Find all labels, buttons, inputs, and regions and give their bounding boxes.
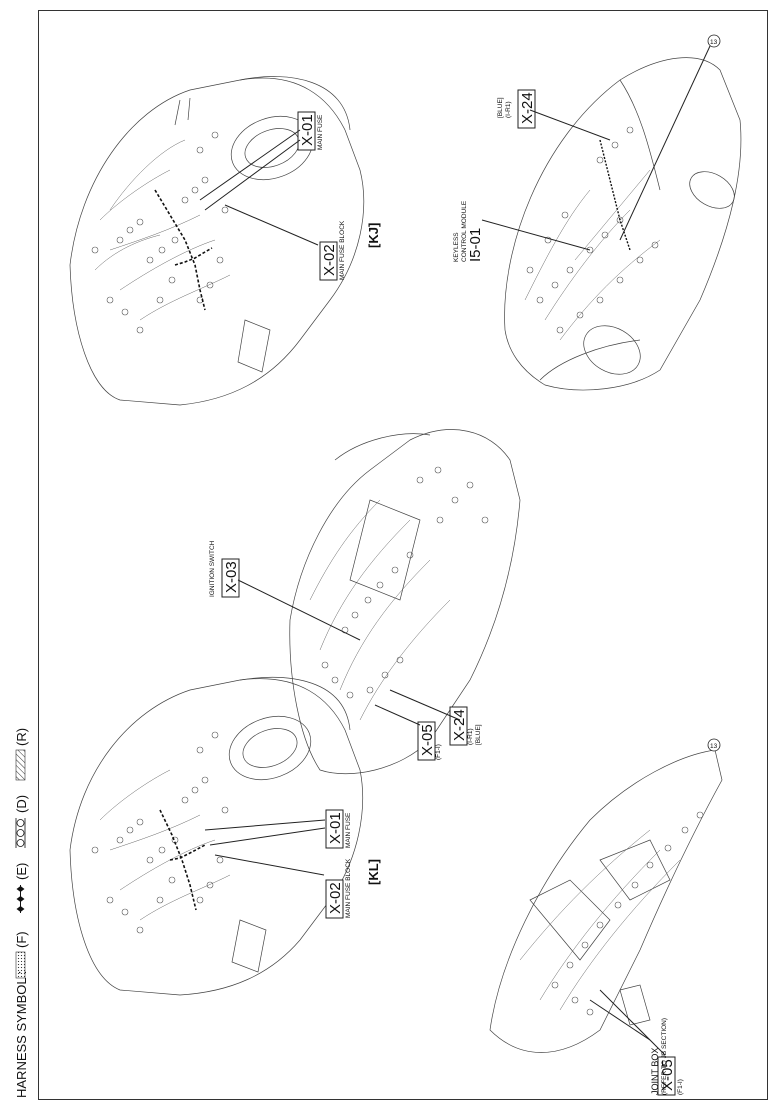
diagram-frame: [38, 10, 768, 1100]
dash-x03-box: [221, 558, 240, 598]
legend-code-e: (E): [14, 863, 29, 880]
dash-x24-sub1: (I-R1): [467, 728, 474, 745]
body-x24-code: X-24: [519, 92, 536, 124]
interior-ref-circle: [707, 738, 721, 752]
dash-x03-desc: IGNITION SWITCH: [209, 540, 216, 597]
kj-engine-bay-view: X-01 MAIN FUSE X-02 MAIN FUSE BLOCK [KJ]: [69, 76, 381, 406]
body-x24-box: [517, 89, 536, 129]
dash-x24-sub2: [BLUE]: [475, 724, 482, 745]
dash-x05-box: [417, 721, 436, 761]
kl-x02-box: [325, 879, 344, 919]
dash-x24-code: X-24: [451, 709, 468, 741]
kl-x01-desc: MAIN FUSE: [345, 812, 352, 848]
dash-x05-code: X-05: [419, 724, 436, 756]
kl-x02-code: X-02: [327, 882, 344, 914]
kl-x01-box: [325, 809, 344, 849]
interior-joint-desc: (REFER TO JB SECTION): [661, 1018, 668, 1095]
kj-x01-code: X-01: [299, 114, 316, 146]
legend-circle-swatch: [15, 818, 26, 848]
kl-engine-bay-view: X-01 MAIN FUSE X-02 MAIN FUSE BLOCK [KL]: [69, 676, 381, 996]
kl-interior-view: 13 X-05 (F1-I) JOINT BOX (REFER TO JB SE…: [489, 738, 723, 1096]
interior-x05-code: X-05: [659, 1059, 676, 1091]
body-i501-code: I5-01: [467, 228, 484, 262]
legend-hatch-swatch: [15, 749, 26, 781]
interior-x05-sub: (F1-I): [677, 1079, 684, 1095]
kj-x01-desc: MAIN FUSE: [317, 114, 324, 150]
interior-x05-box: [657, 1056, 676, 1096]
dash-x24-box: [449, 706, 468, 746]
interior-ref-13: 13: [710, 743, 718, 750]
body-x24-sub1: [BLUE]: [497, 97, 504, 118]
legend-diamond-swatch: [16, 885, 25, 913]
dashboard-view: IGNITION SWITCH X-03 X-24 (I-R1) [BLUE] …: [209, 429, 521, 775]
dash-x03-code: X-03: [223, 561, 240, 593]
body-i501-desc2: CONTROL MODULE: [461, 200, 468, 262]
harness-symbol-legend: HARNESS SYMBOL : (F) (E) (D) (R): [14, 728, 29, 1098]
kl-caption: [KL]: [366, 859, 381, 885]
legend-code-f: (F): [14, 931, 29, 948]
legend-title: HARNESS SYMBOL :: [14, 971, 29, 1098]
dash-x05-sub: (F1-I): [435, 744, 442, 760]
kj-x02-box: [319, 241, 338, 281]
interior-joint-title: JOINT BOX: [650, 1048, 660, 1095]
kl-x02-desc: MAIN FUSE BLOCK: [345, 858, 352, 918]
kj-body-view: X-24 [BLUE] (I-R1) KEYLESS CONTROL MODUL…: [453, 34, 742, 391]
kj-x02-desc: MAIN FUSE BLOCK: [339, 220, 346, 280]
kl-x01-code: X-01: [327, 812, 344, 844]
legend-dotted-swatch: [15, 951, 26, 979]
kj-caption: [KJ]: [366, 223, 381, 248]
legend-code-r: (R): [14, 728, 29, 746]
legend-code-d: (D): [14, 795, 29, 813]
kj-x02-code: X-02: [321, 244, 338, 276]
body-x24-sub2: (I-R1): [505, 101, 512, 118]
body-ref-13: 13: [710, 39, 718, 46]
body-i501-desc1: KEYLESS: [453, 232, 460, 262]
body-ref-circle: [707, 34, 721, 48]
